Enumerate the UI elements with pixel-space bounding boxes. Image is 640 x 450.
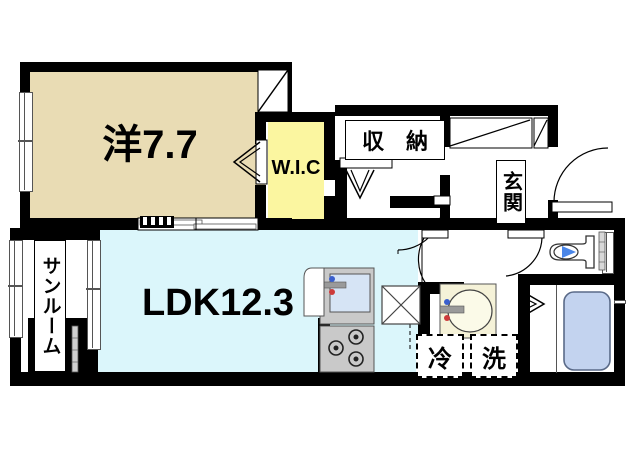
wall-sunroom-top — [10, 228, 100, 240]
window-bath[interactable] — [614, 300, 626, 304]
wall-wic-bottom — [255, 219, 335, 230]
closet-genkan-shoebox[interactable] — [449, 117, 549, 152]
bathtub[interactable] — [562, 290, 614, 374]
door-bedroom-closet-top[interactable] — [257, 69, 294, 114]
window-sunroom-left-line — [14, 240, 15, 336]
wall-sunroom-left-mid — [10, 336, 21, 384]
window-bedroom-left-mullion — [18, 140, 32, 142]
door-storage-folding[interactable] — [339, 157, 396, 202]
label-storage-text: 収 納 — [361, 129, 428, 154]
door-hall-ldk[interactable] — [392, 229, 452, 292]
wall-wic-left-lower — [255, 185, 266, 230]
wall-wic-top — [255, 112, 335, 122]
door-entrance-main[interactable] — [551, 146, 628, 218]
window-sunroom-left-mullion — [8, 285, 22, 287]
counter-cabinet[interactable] — [381, 285, 422, 326]
washing-machine-space[interactable]: 洗 — [470, 334, 518, 378]
label-bedroom-text: 洋7.7 — [102, 123, 198, 167]
bath-floor-divider — [556, 285, 557, 373]
label-wic-text: W.I.C — [271, 157, 321, 179]
label-genkan-text: 玄関 — [499, 171, 522, 213]
door-toilet[interactable] — [488, 229, 548, 288]
kitchen-sink[interactable] — [319, 267, 376, 326]
gas-stove[interactable] — [319, 325, 376, 374]
wall-wic-left-upper — [255, 112, 266, 144]
door-bedroom-sliding-hatch — [140, 216, 174, 228]
wall-washroom-right — [518, 282, 530, 374]
label-wic: W.I.C — [266, 152, 326, 184]
toilet[interactable] — [548, 232, 602, 272]
towel-rail — [598, 231, 606, 271]
floor-drain — [71, 325, 79, 373]
window-toilet-line — [606, 232, 607, 272]
room-floor-wic — [268, 120, 324, 220]
label-storage: 収 納 — [345, 120, 445, 160]
label-ldk-text: LDK12.3 — [141, 282, 295, 324]
wall-bedroom-bottom — [20, 218, 140, 230]
wall-bedroom-left-upper — [20, 62, 30, 92]
wall-genkan-step — [530, 218, 625, 230]
wall-storage-bottom — [335, 160, 347, 224]
wall-wic-right — [324, 112, 335, 180]
label-ldk: LDK12.3 — [118, 278, 318, 328]
room-floor-bedroom — [30, 70, 265, 218]
wall-bedroom-top — [20, 62, 292, 72]
washing-machine-label: 洗 — [482, 345, 506, 373]
label-sunroom: サンルーム — [34, 240, 66, 372]
window-sunroom-right-line — [92, 240, 93, 348]
refrigerator-space[interactable]: 冷 — [416, 334, 464, 378]
wall-storage-genkan-divider — [440, 105, 450, 147]
wall-bedroom-left-lower — [20, 190, 30, 230]
wall-genkan-right-upper — [548, 105, 558, 147]
label-bedroom: 洋7.7 — [60, 120, 240, 170]
door-wic-folding[interactable] — [232, 139, 268, 186]
washbasin[interactable] — [439, 283, 498, 340]
kitchen-counter-corner — [303, 267, 325, 317]
window-sunroom-right-mullion — [86, 288, 100, 290]
door-bath-folding[interactable] — [518, 288, 552, 324]
wall-wic-right-lower — [324, 196, 335, 230]
window-sunroom-right[interactable] — [87, 240, 101, 350]
wall-toilet-bath-divider — [518, 274, 625, 285]
window-sunroom-left[interactable] — [9, 240, 23, 338]
label-sunroom-text: サンルーム — [39, 256, 61, 356]
window-bedroom-left[interactable] — [19, 92, 33, 192]
refrigerator-label: 冷 — [428, 345, 452, 373]
label-genkan: 玄関 — [496, 160, 526, 224]
wall-bottom-exterior — [10, 372, 625, 386]
